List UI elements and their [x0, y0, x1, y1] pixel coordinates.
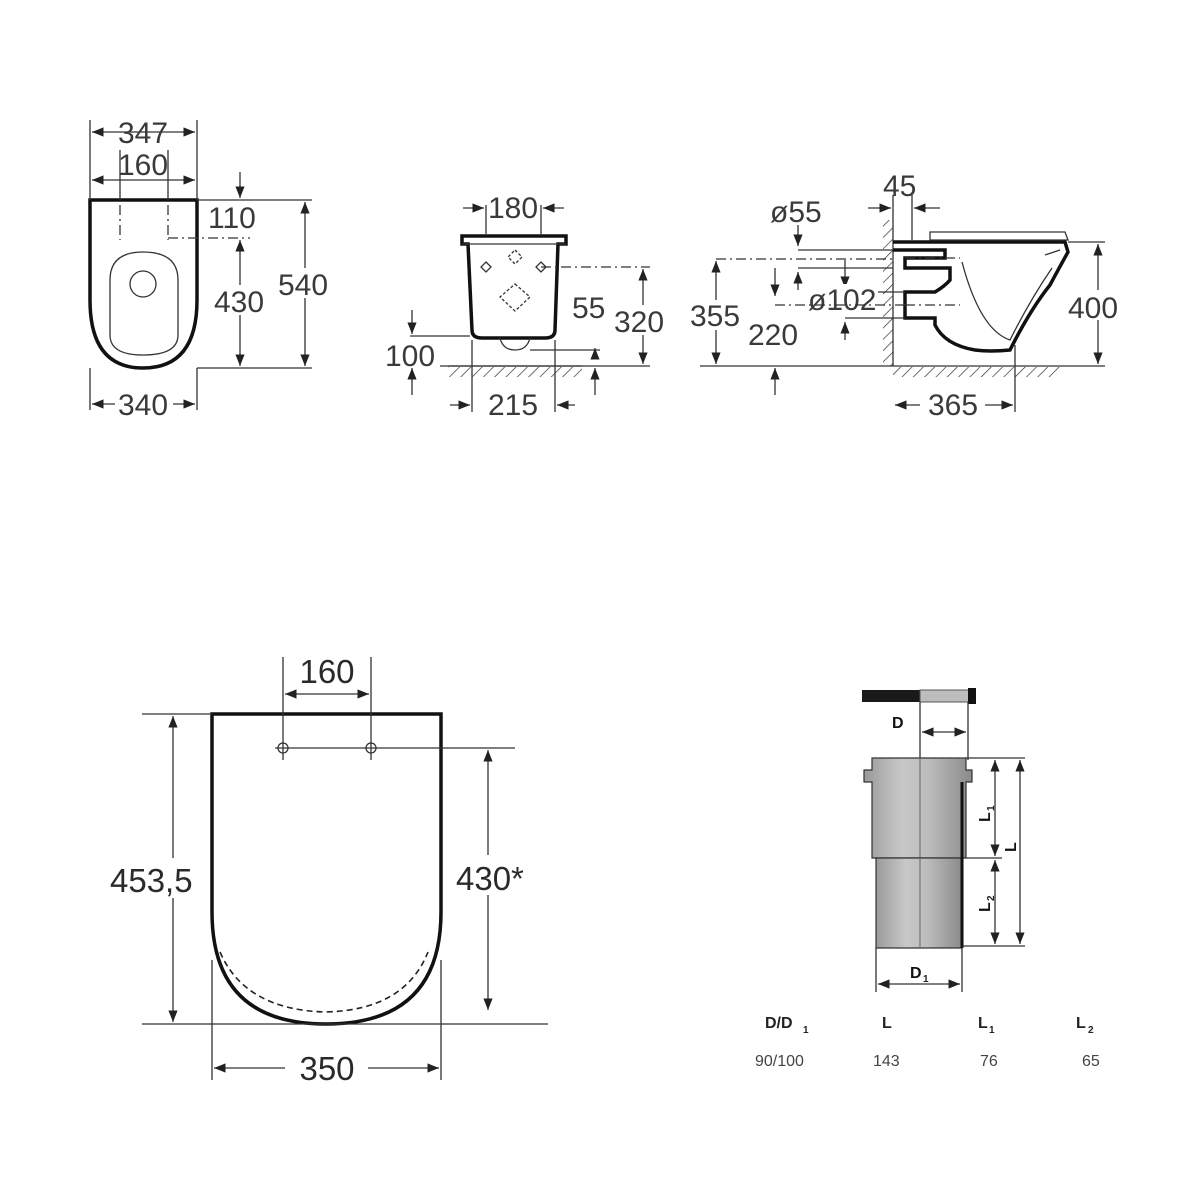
side-wall-offset-label: 45: [883, 170, 916, 203]
front-total-height-label: 540: [278, 269, 328, 302]
table-header-d-d1: D/D: [765, 1015, 793, 1032]
rear-floor-gap-label: 100: [385, 340, 435, 373]
front-width-top-label: 347: [118, 117, 168, 150]
rear-pipe-offset-label: 55: [572, 292, 605, 325]
seat-overall-height-label: 453,5: [110, 862, 193, 899]
table-value-l: 143: [873, 1053, 900, 1070]
table-header-l1-subscript: 1: [989, 1025, 995, 1036]
table-header-d-d1-subscript: 1: [803, 1025, 809, 1036]
pipe-l2-label: L: [977, 902, 994, 912]
front-hole-to-bottom-label: 430: [214, 286, 264, 319]
seat-hole-spacing-label: 160: [299, 653, 354, 690]
front-view: 347 160 110 430 540 340: [88, 117, 333, 422]
side-inlet-height-label: 355: [690, 300, 740, 333]
table-header-l1: L: [978, 1015, 988, 1032]
seat-view: 160 453,5 430* 350: [108, 653, 548, 1087]
pipe-l1-subscript: 1: [986, 805, 997, 811]
rear-bracket-width-label: 180: [488, 192, 538, 225]
pipe-d1-label: D: [910, 965, 922, 982]
table-value-l2: 65: [1082, 1053, 1100, 1070]
pipe-l-label: L: [1003, 842, 1020, 852]
table-header-l: L: [882, 1015, 892, 1032]
pipe-d-label: D: [892, 715, 904, 732]
rear-view: 180 55 320 100 215: [385, 192, 672, 422]
side-projection-label: 365: [928, 389, 978, 422]
pipe-diagram: D L 1 L L 2 D 1: [862, 688, 1025, 992]
table-value-l1: 76: [980, 1053, 998, 1070]
front-top-offset-label: 110: [208, 202, 256, 235]
seat-width-label: 350: [299, 1050, 354, 1087]
pipe-d1-subscript: 1: [923, 974, 929, 985]
table-value-d-d1: 90/100: [755, 1053, 804, 1070]
table-header-l2: L: [1076, 1015, 1086, 1032]
side-inlet-diameter-label: ø55: [770, 196, 822, 229]
rear-base-width-label: 215: [488, 389, 538, 422]
pipe-l1-label: L: [977, 812, 994, 822]
pipe-l2-subscript: 2: [986, 895, 997, 901]
rear-outlet-height-label: 320: [614, 306, 664, 339]
side-view: 45 ø55 ø102 355 220 400 365: [690, 170, 1126, 422]
spec-table: D/D 1 L L 1 L 2 90/100 143 76 65: [755, 1015, 1100, 1070]
table-header-l2-subscript: 2: [1088, 1025, 1094, 1036]
side-outlet-height-label: 220: [748, 319, 798, 352]
side-outlet-diameter-label: ø102: [808, 284, 876, 317]
front-hole-spacing-label: 160: [118, 149, 168, 182]
front-width-bottom-label: 340: [118, 389, 168, 422]
side-bowl-height-label: 400: [1068, 292, 1118, 325]
seat-hole-height-label: 430*: [456, 860, 524, 897]
